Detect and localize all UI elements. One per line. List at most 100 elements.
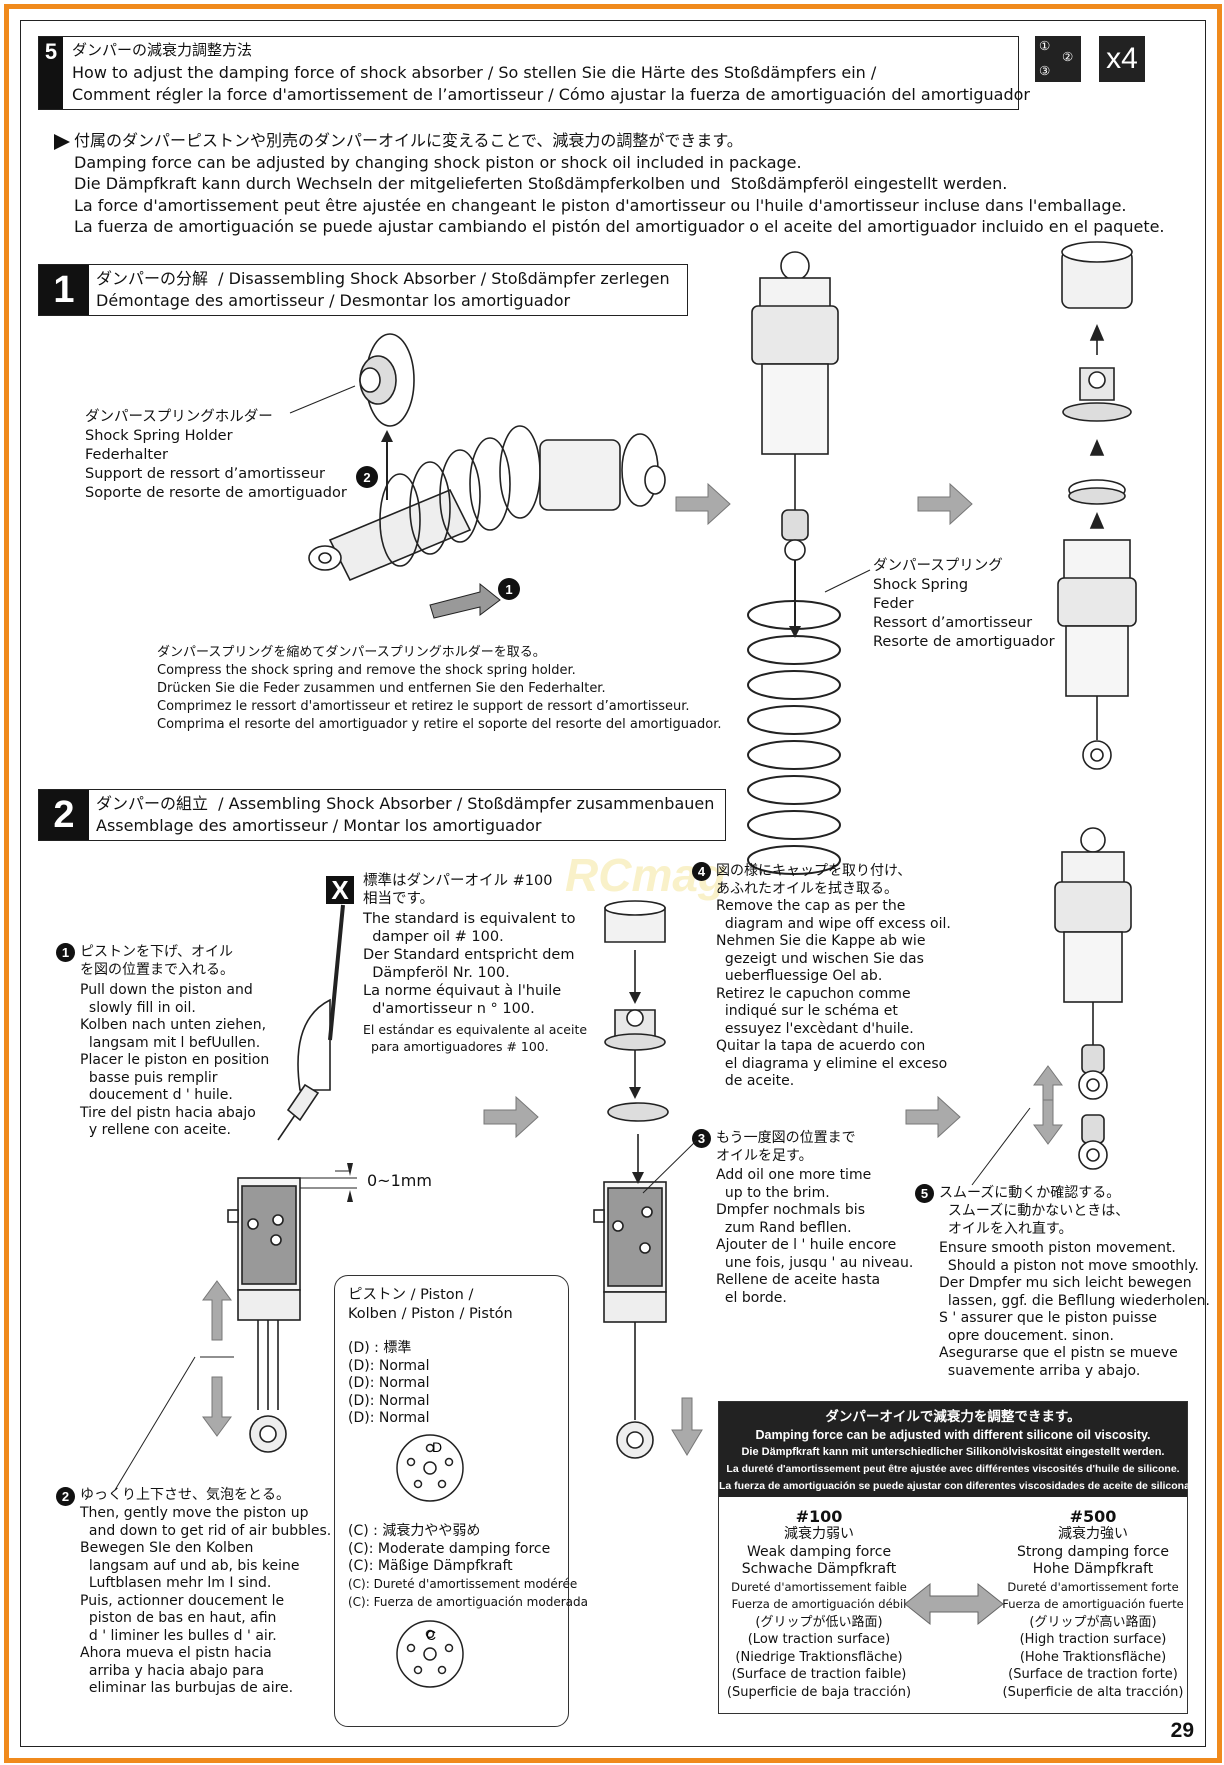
order-step-1: ① <box>1039 38 1051 53</box>
oil-box-h2: Damping force can be adjusted with diffe… <box>755 1428 1151 1442</box>
oil-note-jp: 標準はダンパーオイル #100 相当です。 <box>363 873 553 907</box>
step5-badge: 5 <box>915 1183 934 1203</box>
exploded-parts <box>1057 241 1137 770</box>
callout-2: 2 <box>356 466 378 488</box>
oil-note-mark: X <box>326 876 354 904</box>
step2-number: 2 <box>56 1487 75 1506</box>
callout-1: 1 <box>498 578 520 600</box>
shock-spring-part <box>747 600 841 875</box>
step5-title-en: How to adjust the damping force of shock… <box>72 63 877 82</box>
order-badge: ① ② ③ <box>1035 36 1081 82</box>
left-shock-body <box>227 1177 301 1453</box>
substep2-title-line2: Assemblage des amortisseur / Montar los … <box>96 816 542 835</box>
shock-spring-label: ダンパースプリング Shock Spring Feder Ressort d’a… <box>873 558 1055 650</box>
spring-holder-part <box>359 333 415 427</box>
flow-arrow-1 <box>675 482 731 526</box>
step4-text: Remove the cap as per the diagram and wi… <box>716 898 951 1089</box>
flow-arrow-3 <box>483 1095 539 1139</box>
step4-number: 4 <box>692 862 711 881</box>
step2-badge: 2 <box>56 1486 75 1506</box>
oil-note-text: The standard is equivalent to damper oil… <box>363 911 576 1017</box>
substep1-title-line1: ダンパーの分解 / Disassembling Shock Absorber /… <box>96 269 670 288</box>
substep1-title-line2: Démontage des amortisseur / Desmontar lo… <box>96 291 571 310</box>
piston-c-lines-small: (C): Dureté d'amortissement modérée (C):… <box>348 1577 588 1609</box>
svg-text:1: 1 <box>505 582 512 597</box>
oil-100-tail: (グリップが低い路面) (Low traction surface) (Nied… <box>726 1614 912 1700</box>
assembled-shock-part <box>308 425 666 582</box>
spring-holder-label: ダンパースプリングホルダー Shock Spring Holder Federh… <box>85 409 347 501</box>
flow-arrow-2 <box>917 482 973 526</box>
step3-text: Add oil one more time up to the brim. Dm… <box>716 1167 914 1306</box>
piston-c-lines: (C) : 減衰力やや弱め (C): Moderate damping forc… <box>348 1523 551 1574</box>
step1-jp: ピストンを下げ、オイル を図の位置まで入れる。 <box>80 944 234 978</box>
step1-number: 1 <box>56 943 75 962</box>
quantity-label: x4 <box>1106 42 1138 75</box>
step4-badge: 4 <box>692 861 711 881</box>
page-frame <box>4 4 1222 1763</box>
intro-arrow-icon <box>54 134 70 150</box>
substep2-number: 2 <box>39 790 89 840</box>
step3-jp: もう一度図の位置まで オイルを足す。 <box>716 1130 856 1164</box>
oil-box-h5: La fuerza de amortiguación se puede ajus… <box>719 1480 1193 1492</box>
oil-500-small: Dureté d'amortissement forte Fuerza de a… <box>1002 1579 1184 1612</box>
intro-text: 付属のダンパーピストンや別売のダンパーオイルに変えることで、減衰力の調整ができま… <box>74 130 1165 238</box>
step1-badge: 1 <box>56 942 75 962</box>
piston-d-icon <box>396 1434 464 1502</box>
oil-bottle-part <box>277 998 331 1141</box>
oil-box-header: ダンパーオイルで減衰力を調整できます。 Damping force can be… <box>719 1402 1193 1497</box>
step5-text: Ensure smooth piston movement. Should a … <box>939 1240 1211 1379</box>
substep2-title-line1: ダンパーの組立 / Assembling Shock Absorber / St… <box>96 794 715 813</box>
oil-viscosity-box: ダンパーオイルで減衰力を調整できます。 Damping force can be… <box>718 1401 1193 1714</box>
order-step-2: ② <box>1062 49 1074 64</box>
intro-line-de: Die Dämpfkraft kann durch Wechseln der m… <box>74 174 1008 193</box>
middle-parts <box>593 900 669 1459</box>
oil-100-body: 減衰力弱い Weak damping force Schwache Dämpfk… <box>741 1526 897 1577</box>
oil-note-es: El estándar es equivalente al aceite par… <box>363 1022 588 1054</box>
intro-line-fr: La force d'amortissement peut être ajust… <box>74 195 1127 215</box>
step5-number: 5 <box>915 1184 934 1203</box>
intro-line-en: Damping force can be adjusted by changin… <box>74 152 802 172</box>
order-step-3: ③ <box>1039 63 1051 78</box>
step5-title-fr-es: Comment régler la force d'amortissement … <box>72 85 1030 104</box>
gap-label: 0~1mm <box>367 1171 432 1190</box>
step2-jp: ゆっくり上下させ、気泡をとる。 <box>80 1487 290 1503</box>
step5-jp: スムーズに動くか確認する。 スムーズに動かないときは、 オイルを入れ直す。 <box>939 1185 1130 1237</box>
piston-d-lines: (D) : 標準 (D): Normal (D): Normal (D): No… <box>348 1340 430 1426</box>
step5-header: 5 ダンパーの減衰力調整方法 How to adjust the damping… <box>38 36 1030 110</box>
substep1-header: 1 ダンパーの分解 / Disassembling Shock Absorber… <box>38 264 688 316</box>
step3-number: 3 <box>692 1129 711 1148</box>
oil-500-title: #500 <box>1069 1507 1117 1526</box>
oil-500-column: #500 減衰力強い Strong damping force Hohe Däm… <box>999 1508 1187 1701</box>
flow-arrow-4 <box>905 1095 961 1139</box>
page-number: 29 <box>1170 1719 1194 1742</box>
oil-100-column: #100 減衰力弱い Weak damping force Schwache D… <box>719 1508 919 1701</box>
piston-box: ピストン / Piston / Kolben / Piston / Pistón… <box>334 1275 588 1727</box>
step1-text: Pull down the piston and slowly fill in … <box>80 982 270 1138</box>
piston-c-mark: C <box>426 1627 436 1643</box>
oil-100-title: #100 <box>795 1507 843 1526</box>
piston-c-icon <box>396 1620 464 1688</box>
step2-text: Then, gently move the piston up and down… <box>80 1505 332 1696</box>
quantity-badge: x4 <box>1099 36 1145 82</box>
svg-text:2: 2 <box>363 470 370 485</box>
oil-box-h3: Die Dämpfkraft kann mit unterschiedliche… <box>741 1446 1165 1458</box>
shock-body-part <box>751 251 839 561</box>
step5-title-jp: ダンパーの減衰力調整方法 <box>72 41 253 59</box>
step4-jp: 図の様にキャップを取り付け、 あふれたオイルを拭き取る。 <box>716 863 912 897</box>
oil-box-h4: La dureté d'amortissement peut être ajus… <box>726 1463 1180 1475</box>
oil-500-tail: (グリップが高い路面) (High traction surface) (Hoh… <box>1002 1614 1184 1700</box>
step3-badge: 3 <box>692 1128 711 1148</box>
right-shock-body <box>1054 827 1132 1170</box>
piston-d-mark: D <box>432 1439 442 1455</box>
page-border <box>20 20 1206 1747</box>
substep2-header: 2 ダンパーの組立 / Assembling Shock Absorber / … <box>38 789 726 841</box>
intro-line-jp: 付属のダンパーピストンや別売のダンパーオイルに変えることで、減衰力の調整ができま… <box>74 131 743 150</box>
substep1-instructions: ダンパースプリングを縮めてダンパースプリングホルダーを取る。 Compress … <box>157 645 722 732</box>
oil-100-small: Dureté d'amortissement faible Fuerza de … <box>731 1579 907 1612</box>
oil-500-body: 減衰力強い Strong damping force Hohe Dämpfkra… <box>1017 1526 1169 1577</box>
viscosity-double-arrow <box>904 1582 1004 1626</box>
oil-box-h1: ダンパーオイルで減衰力を調整できます。 <box>825 1409 1081 1424</box>
substep1-number: 1 <box>39 265 89 315</box>
step5-number: 5 <box>39 37 63 109</box>
